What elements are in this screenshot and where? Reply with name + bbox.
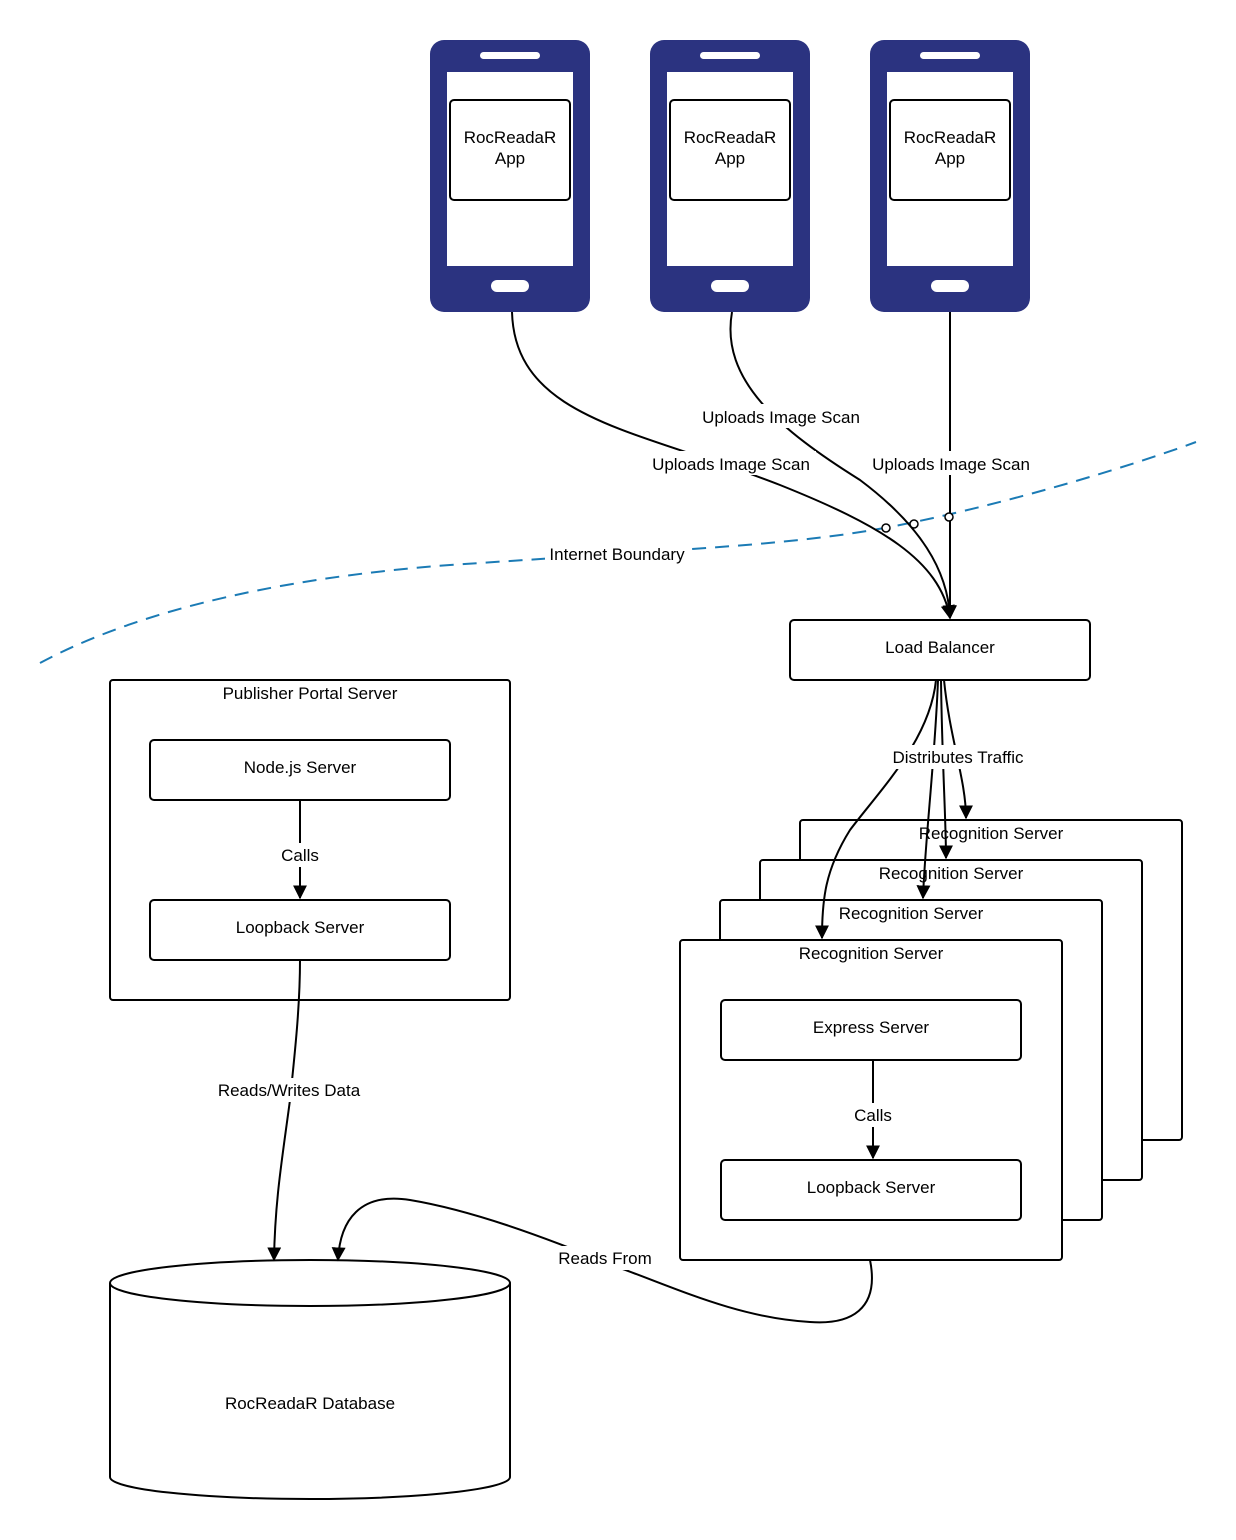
express-server-box xyxy=(720,999,1022,1061)
distribute-arrow-3 xyxy=(938,679,953,860)
publisher-portal-title: Publisher Portal Server xyxy=(223,684,398,703)
app-label-1-line2: App xyxy=(495,149,525,168)
app-label-3-line1: RocReadaR xyxy=(904,128,997,147)
database-cylinder: RocReadaR Database xyxy=(109,1259,511,1500)
app-label-2-line2: App xyxy=(715,149,745,168)
portal-loopback-label: Loopback Server xyxy=(236,918,365,937)
express-server-label: Express Server xyxy=(813,1018,930,1037)
recog-calls-label: Calls xyxy=(854,1106,892,1125)
app-box-2 xyxy=(669,99,791,201)
node-server-label: Node.js Server xyxy=(244,758,357,777)
distribute-arrow-1 xyxy=(815,679,937,940)
upload-label-3: Uploads Image Scan xyxy=(872,455,1030,474)
internet-boundary-line xyxy=(39,441,1197,664)
recognition-server-4-title: Recognition Server xyxy=(919,824,1064,843)
distributes-label: Distributes Traffic xyxy=(892,748,1024,767)
recognition-server-3-title: Recognition Server xyxy=(879,864,1024,883)
upload-label-2: Uploads Image Scan xyxy=(702,408,860,427)
distribute-arrow-2 xyxy=(916,679,939,900)
reads-writes-arrow xyxy=(267,959,301,1262)
phone-2: RocReadaR App xyxy=(650,40,810,312)
app-box-1 xyxy=(449,99,571,201)
recognition-server-2-title: Recognition Server xyxy=(839,904,984,923)
recognition-loopback-box xyxy=(720,1159,1022,1221)
reads-writes-label: Reads/Writes Data xyxy=(218,1081,361,1100)
recognition-loopback-label: Loopback Server xyxy=(807,1178,936,1197)
upload-arrow-1 xyxy=(511,311,955,620)
internet-boundary-label: Internet Boundary xyxy=(549,545,685,564)
phone-3: RocReadaR App xyxy=(870,40,1030,312)
portal-calls-label: Calls xyxy=(281,846,319,865)
app-label-3-line2: App xyxy=(935,149,965,168)
recognition-server-1: Recognition Server Express Server Loopba… xyxy=(679,939,1063,1261)
recognition-server-1-title: Recognition Server xyxy=(799,944,944,963)
app-box-3 xyxy=(889,99,1011,201)
database-label: RocReadaR Database xyxy=(225,1394,395,1413)
upload-label-1: Uploads Image Scan xyxy=(652,455,810,474)
app-label-1-line1: RocReadaR xyxy=(464,128,557,147)
publisher-portal-server: Publisher Portal Server Node.js Server L… xyxy=(109,679,511,1001)
load-balancer-label: Load Balancer xyxy=(885,638,995,657)
load-balancer-box xyxy=(789,619,1091,681)
phone-1: RocReadaR App xyxy=(430,40,590,312)
app-label-2-line1: RocReadaR xyxy=(684,128,777,147)
reads-from-label: Reads From xyxy=(558,1249,652,1268)
upload-arrow-2 xyxy=(729,311,957,620)
